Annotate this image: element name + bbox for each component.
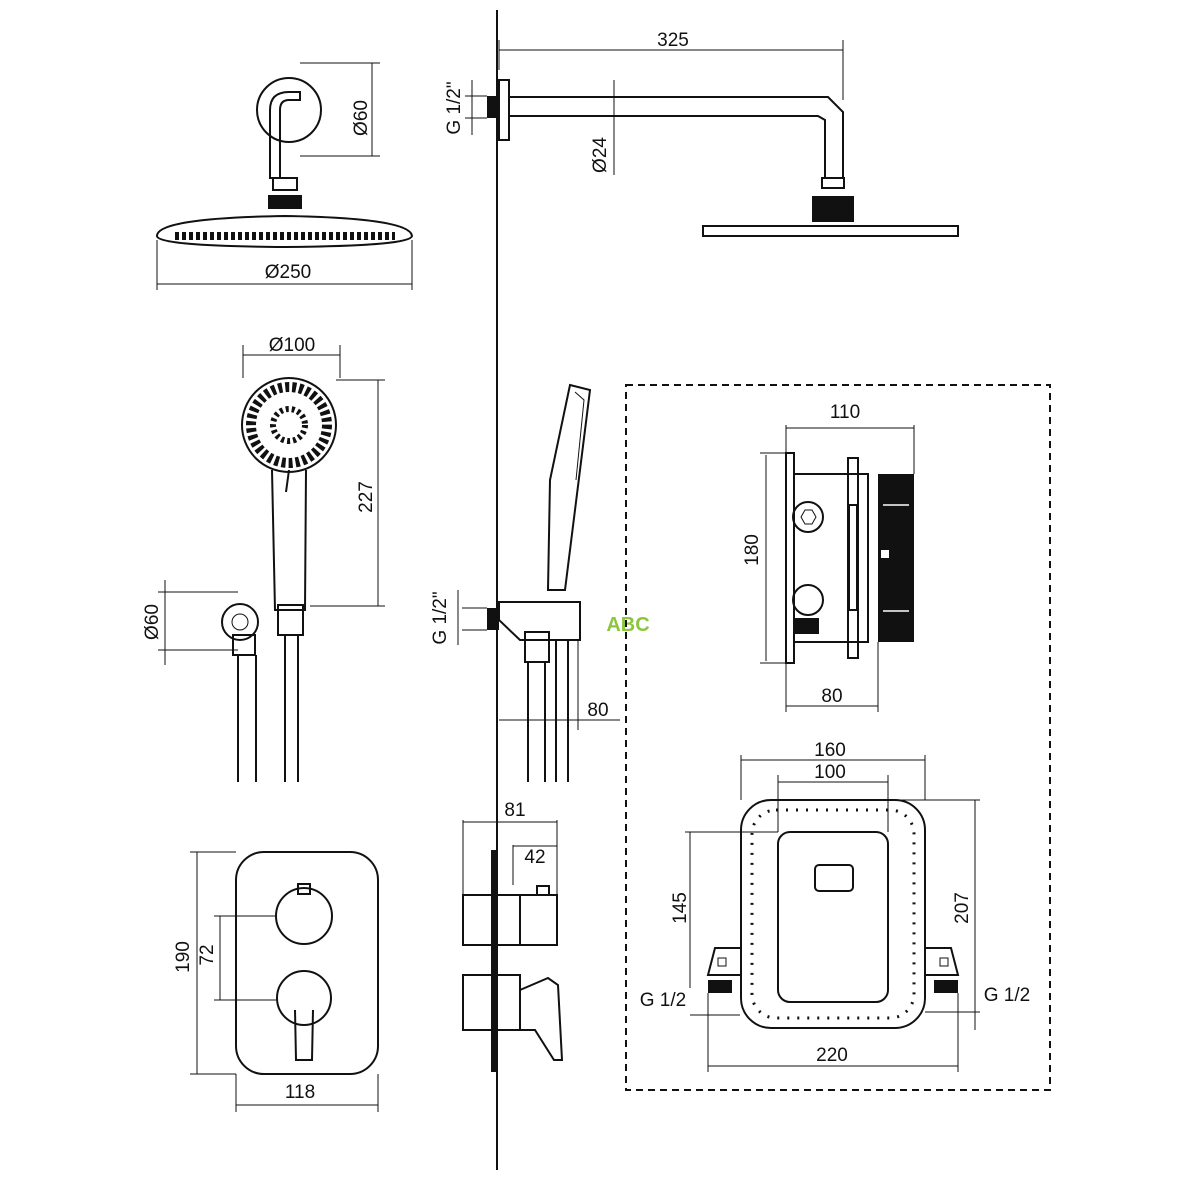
holder-diameter-label: Ø60: [142, 604, 163, 640]
box-front-view: 160 100 145 207 G 1/2 G 1/2 220: [640, 740, 1030, 1072]
knob-depth-label: 42: [524, 847, 545, 868]
box-side-view: 110 180 80: [742, 402, 915, 712]
outer-width-label: 160: [814, 740, 846, 761]
box-height-label: 180: [742, 534, 763, 566]
head-shower-front-view: Ø60 Ø250: [155, 62, 414, 290]
thread-label: G 1/2": [444, 81, 465, 134]
watermark-abc: ABC: [606, 614, 649, 636]
outer-height-label: 207: [952, 892, 973, 924]
thread-left-label: G 1/2: [640, 990, 686, 1011]
hand-thread-label: G 1/2": [430, 591, 451, 644]
hand-shower-front-view: Ø100 227 Ø60: [142, 335, 385, 782]
mixer-front-view: 190 72 118: [173, 851, 379, 1112]
box-depth-label: 80: [821, 686, 842, 707]
arm-diameter-label: Ø60: [351, 100, 372, 136]
mixer-height-label: 190: [173, 941, 194, 973]
arm-pipe-label: Ø24: [590, 137, 611, 173]
mixer-spacing-label: 72: [197, 944, 218, 965]
mixer-side-view: 81 42: [462, 800, 564, 1072]
hand-projection-label: 80: [587, 700, 608, 721]
inner-width-label: 100: [814, 762, 846, 783]
head-diameter-label: Ø250: [265, 262, 311, 283]
mixer-width-label: 118: [285, 1082, 315, 1103]
thread-right-label: G 1/2: [984, 985, 1030, 1006]
hand-height-label: 227: [356, 481, 377, 513]
mixer-depth-label: 81: [504, 800, 525, 821]
hand-head-diameter-label: Ø100: [269, 335, 315, 356]
total-width-label: 220: [816, 1045, 848, 1066]
hand-shower-side-view: G 1/2" ABC 80: [430, 383, 650, 782]
inner-height-label: 145: [670, 892, 691, 924]
head-shower-side-view: 325 G 1/2" Ø24: [444, 30, 959, 237]
arm-length-label: 325: [657, 30, 689, 51]
box-width-label: 110: [830, 402, 860, 423]
